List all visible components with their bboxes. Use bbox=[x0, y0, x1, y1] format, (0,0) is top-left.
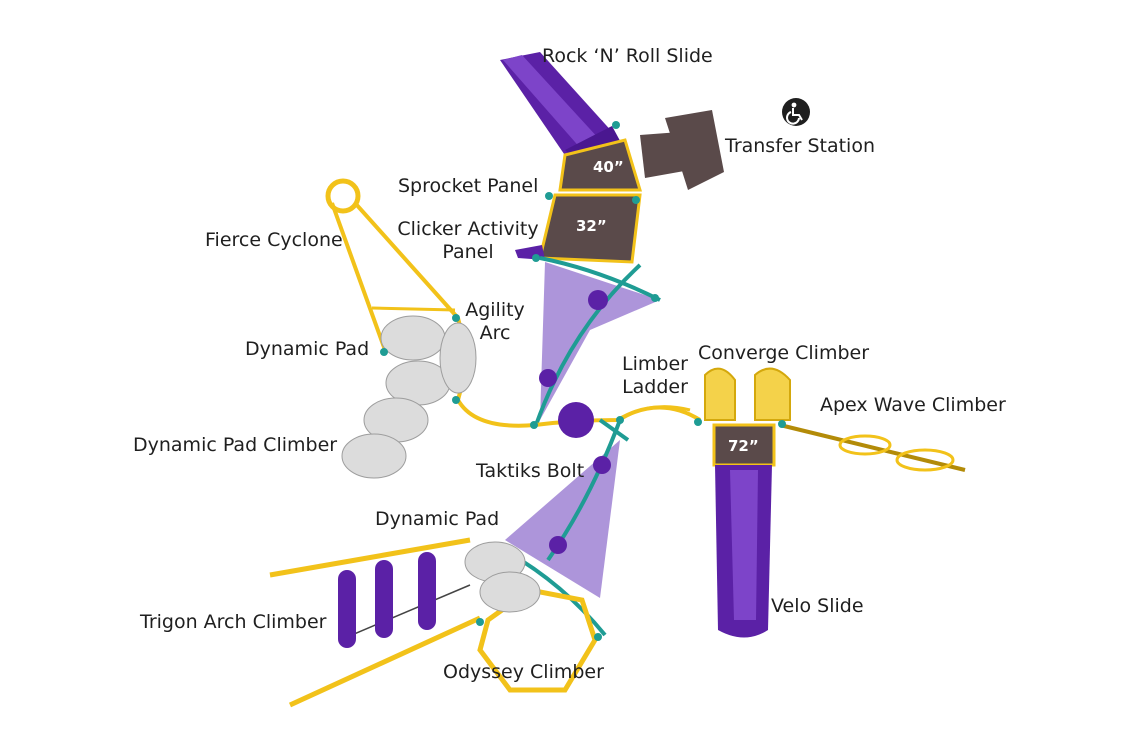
trigon-arch-climber bbox=[269, 537, 482, 708]
label-dynamic-pad-upper: Dynamic Pad bbox=[245, 338, 370, 360]
label-taktiks-bolt: Taktiks Bolt bbox=[476, 460, 585, 482]
label-sprocket-panel: Sprocket Panel bbox=[398, 175, 539, 197]
taktiks-bolt bbox=[558, 402, 630, 442]
label-agility-arc: Agility Arc bbox=[460, 299, 530, 345]
agility-arc-sail bbox=[534, 256, 661, 426]
label-odyssey-climber: Odyssey Climber bbox=[443, 661, 604, 683]
label-limber-ladder-line1: Limber bbox=[622, 353, 688, 375]
label-agility-arc-line1: Agility bbox=[465, 299, 525, 321]
lower-sail bbox=[499, 419, 622, 637]
upper-deck-group: 40” 32” bbox=[515, 110, 724, 264]
connection-points bbox=[380, 121, 786, 641]
deck-height-32: 32” bbox=[576, 217, 607, 235]
limber-ladder bbox=[619, 405, 691, 422]
converge-climber bbox=[704, 367, 791, 421]
label-dynamic-pad-lower: Dynamic Pad bbox=[375, 508, 500, 530]
dynamic-pad-cluster-upper bbox=[341, 315, 477, 479]
deck-72: 72” bbox=[712, 423, 776, 467]
label-clicker-activity-line1: Clicker Activity bbox=[397, 218, 539, 240]
deck-height-40: 40” bbox=[593, 158, 624, 176]
label-trigon-arch-climber: Trigon Arch Climber bbox=[140, 611, 327, 633]
label-apex-wave-climber: Apex Wave Climber bbox=[820, 394, 1006, 416]
label-agility-arc-line2: Arc bbox=[479, 322, 511, 344]
dynamic-pad-cluster-lower bbox=[464, 541, 541, 613]
label-dynamic-pad-climber: Dynamic Pad Climber bbox=[133, 434, 338, 456]
deck-height-72: 72” bbox=[728, 437, 759, 455]
label-velo-slide: Velo Slide bbox=[771, 595, 864, 617]
label-transfer-station: Transfer Station bbox=[725, 135, 875, 157]
wheelchair-accessibility-icon bbox=[782, 98, 810, 126]
velo-slide bbox=[715, 465, 772, 638]
label-rock-n-roll-slide: Rock ‘N’ Roll Slide bbox=[542, 45, 713, 67]
label-fierce-cyclone: Fierce Cyclone bbox=[205, 229, 343, 251]
label-limber-ladder-line2: Ladder bbox=[622, 376, 688, 398]
apex-wave-climber bbox=[779, 423, 966, 472]
label-clicker-activity-panel: Clicker Activity Panel bbox=[393, 218, 543, 264]
label-clicker-activity-line2: Panel bbox=[442, 241, 494, 263]
fierce-cyclone bbox=[325, 178, 460, 351]
label-limber-ladder: Limber Ladder bbox=[620, 353, 690, 399]
label-converge-climber: Converge Climber bbox=[698, 342, 870, 364]
